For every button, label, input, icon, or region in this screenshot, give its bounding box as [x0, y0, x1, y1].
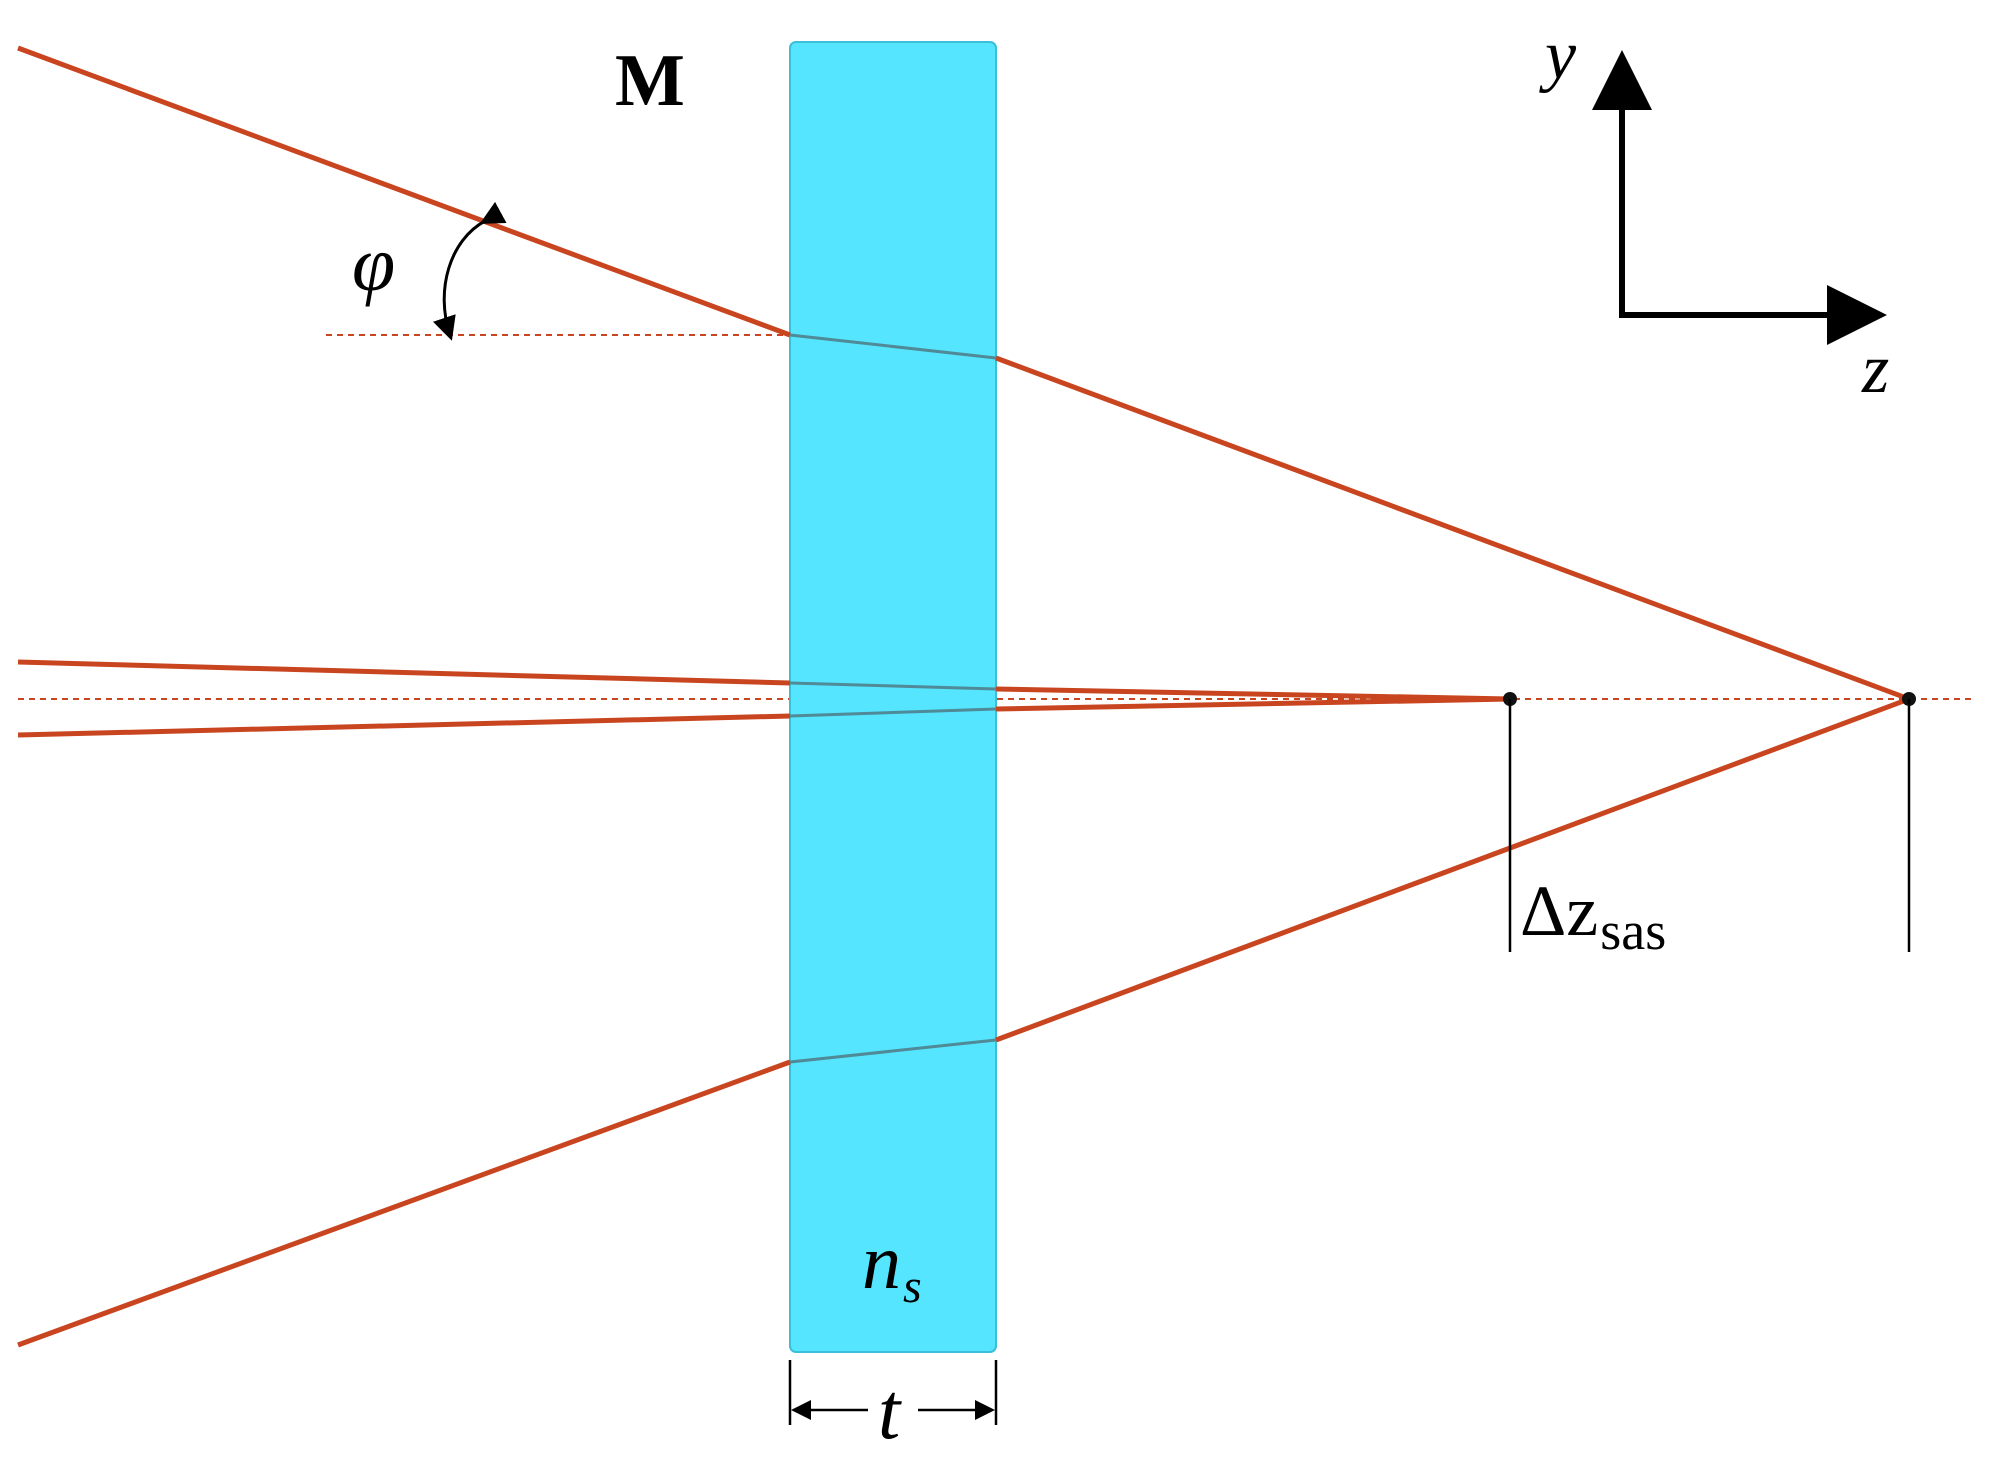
lower-marginal-ray-incident — [17, 1059, 791, 1348]
z-axis-label: z — [1861, 331, 1889, 408]
upper-marginal-ray-inside — [789, 333, 997, 360]
upper-paraxial-ray-emergent — [995, 686, 1511, 702]
lower-paraxial-ray-emergent — [995, 696, 1511, 712]
lower-marginal-ray-emergent — [995, 696, 1910, 1043]
lower-marginal-ray-inside — [789, 1038, 997, 1064]
thickness-label: t — [878, 1368, 902, 1456]
focal-shift-label: Δzsas — [1520, 871, 1666, 961]
lower-paraxial-ray-inside — [789, 707, 997, 718]
upper-paraxial-ray-inside — [789, 681, 997, 691]
angle-label: φ — [352, 220, 395, 307]
plate-label: M — [615, 40, 685, 122]
lower-paraxial-ray-incident — [17, 713, 791, 738]
upper-marginal-ray-emergent — [995, 355, 1910, 702]
upper-marginal-ray-incident — [17, 45, 791, 338]
y-axis-label: y — [1539, 17, 1577, 94]
upper-paraxial-ray-incident — [17, 659, 791, 686]
angle-arc — [432, 201, 507, 341]
plate-m — [789, 41, 997, 1353]
refractive-index-label: ns — [862, 1218, 922, 1313]
